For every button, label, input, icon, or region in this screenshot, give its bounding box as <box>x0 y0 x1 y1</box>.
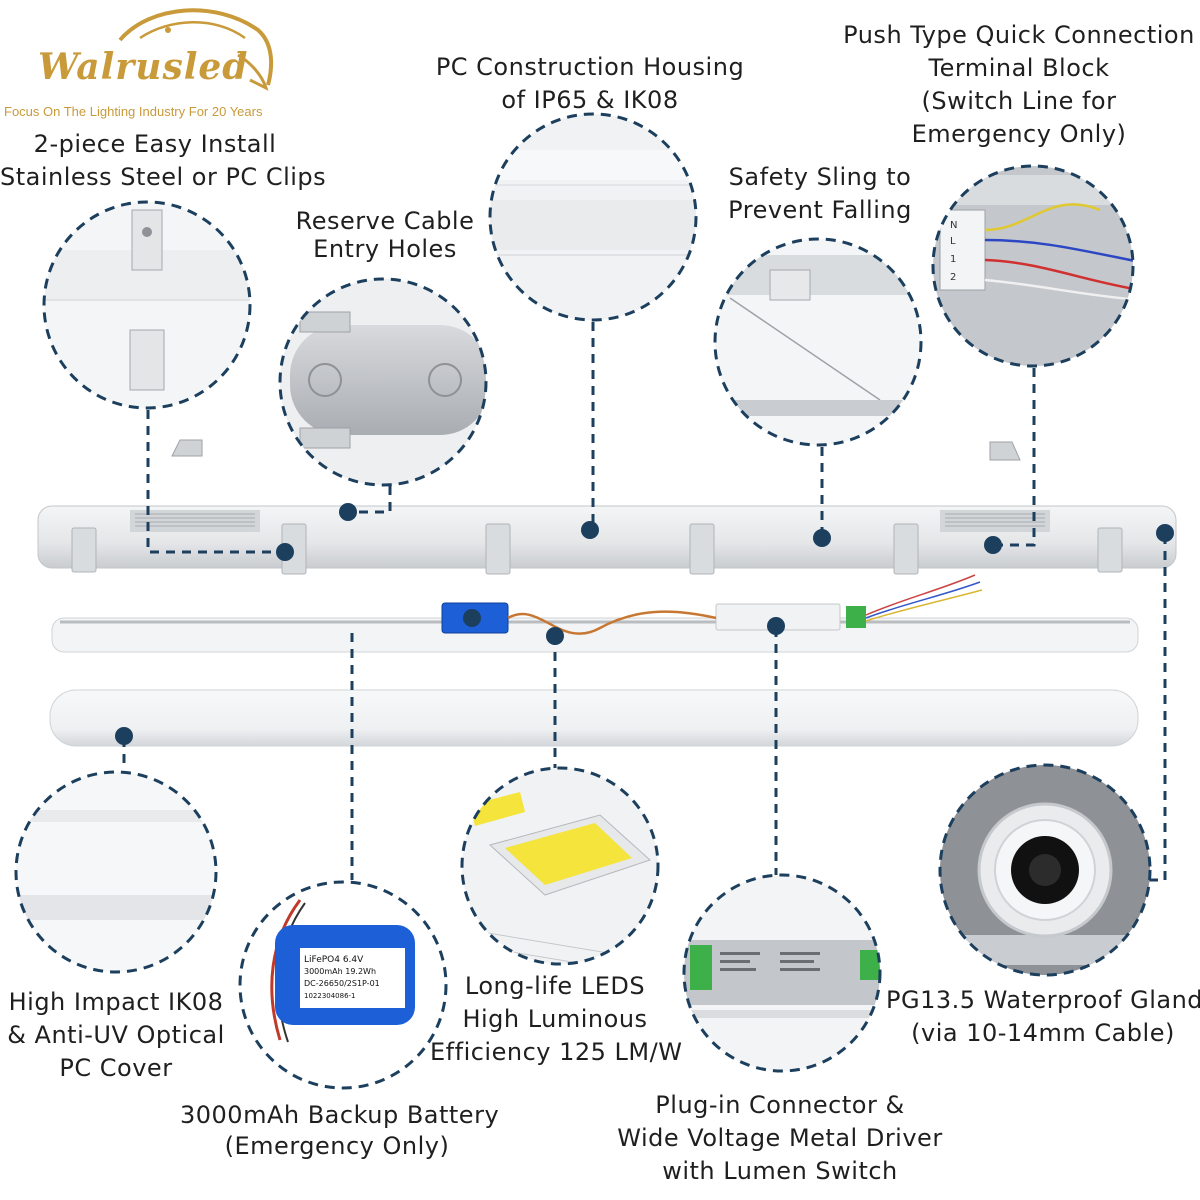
housing-bar <box>37 439 1177 575</box>
detail-cable-holes <box>278 277 488 487</box>
detail-gland <box>938 763 1152 977</box>
svg-text:L: L <box>950 236 956 247</box>
brand-tagline: Focus On The Lighting Industry For 20 Ye… <box>4 104 263 119</box>
svg-text:2: 2 <box>950 272 956 283</box>
detail-cover <box>14 770 218 974</box>
svg-text:N: N <box>950 220 957 231</box>
detail-battery: LiFePO4 6.4V 3000mAh 19.2Wh DC-26650/2S1… <box>238 880 448 1090</box>
leader-lines <box>122 322 1167 882</box>
svg-text:3000mAh 19.2Wh: 3000mAh 19.2Wh <box>304 967 376 976</box>
detail-sling <box>713 237 923 447</box>
walrus-logo-icon <box>118 8 274 91</box>
label-battery: 3000mAh Backup Battery(Emergency Only) <box>180 1101 500 1160</box>
svg-text:1: 1 <box>950 254 956 265</box>
optical-cover <box>49 689 1139 747</box>
brand-name: Walrusled <box>38 46 249 88</box>
brand-logo: Walrusled Focus On The Lighting Industry… <box>0 0 310 130</box>
detail-leds <box>460 766 660 966</box>
detail-driver <box>682 873 882 1073</box>
label-gland: PG13.5 Waterproof Gland(via 10-14mm Cabl… <box>886 986 1200 1047</box>
svg-text:DC-26650/2S1P-01: DC-26650/2S1P-01 <box>304 979 380 988</box>
gear-tray <box>51 574 1139 653</box>
detail-clips <box>42 200 252 410</box>
label-driver: Plug-in Connector &Wide Voltage Metal Dr… <box>617 1091 943 1185</box>
svg-text:1022304086-1: 1022304086-1 <box>304 992 356 1000</box>
detail-housing <box>488 112 698 322</box>
svg-text:LiFePO4 6.4V: LiFePO4 6.4V <box>304 955 364 965</box>
detail-terminal: N L 1 2 <box>931 164 1135 368</box>
marker-dots <box>115 503 1174 745</box>
